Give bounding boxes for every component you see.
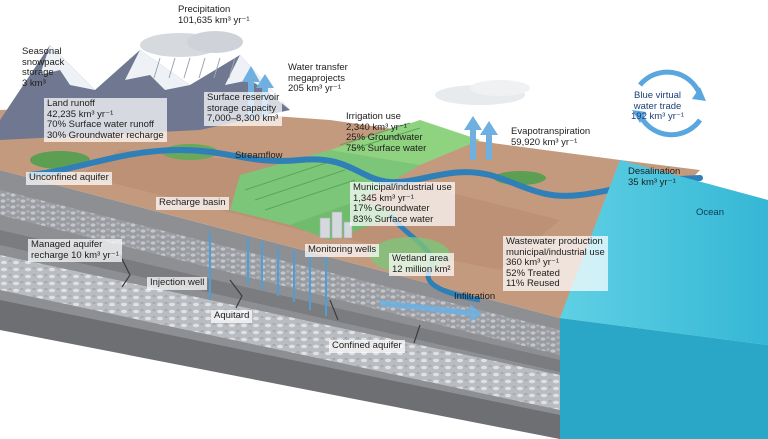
evaporation-cloud [435,80,530,105]
soil-cross-section [0,170,560,439]
evapotranspiration-label: Evapotranspiration 59,920 km³ yr⁻¹ [511,126,591,148]
monitoring-wells-label: Monitoring wells [305,244,380,257]
desalination-label: Desalination 35 km³ yr⁻¹ [628,166,681,188]
surface-reservoir-label: Surface reservoir storage capacity 7,000… [204,92,283,126]
irrigation-label: Irrigation use 2,340 km³ yr⁻¹ 25% Ground… [346,111,427,154]
streamflow-label: Streamflow [235,150,283,161]
aquitard-label: Aquitard [211,310,253,323]
managed-aquifer-label: Managed aquifer recharge 10 km³ yr⁻¹ [28,239,122,262]
rain-cloud [140,31,243,79]
river [27,146,703,199]
unconfined-aquifer-label: Unconfined aquifer [26,172,112,185]
confined-aquifer-label: Confined aquifer [329,340,405,353]
wastewater-label: Wastewater production municipal/industri… [503,236,608,291]
blue-virtual-trade-label: Blue virtual water trade 192 km³ yr⁻¹ [631,90,685,122]
agricultural-fields [30,120,546,240]
municipal-use-label: Municipal/industrial use 1,345 km³ yr⁻¹ … [350,182,455,226]
land-runoff-label: Land runoff 42,235 km³ yr⁻¹ 70% Surface … [44,98,167,142]
monitoring-well-pipes [209,232,327,316]
virtual-trade-cycle [637,69,703,138]
wetland-area-label: Wetland area 12 million km² [389,253,454,276]
ocean-label: Ocean [696,207,724,218]
cycle-arrowhead-2 [632,110,646,123]
infiltration-label: Infiltration [454,291,496,302]
snowpack-label: Seasonal snowpack storage 3 km³ [22,46,65,89]
infiltration-arrow [380,300,482,322]
water-transfer-label: Water transfer megaprojects 205 km³ yr⁻¹ [288,62,348,94]
precipitation-label: Precipitation 101,635 km³ yr⁻¹ [178,4,250,26]
cycle-arrowhead-1 [692,87,706,101]
ocean [560,160,768,439]
injection-well-label: Injection well [147,277,208,290]
recharge-basin-label: Recharge basin [156,197,229,210]
